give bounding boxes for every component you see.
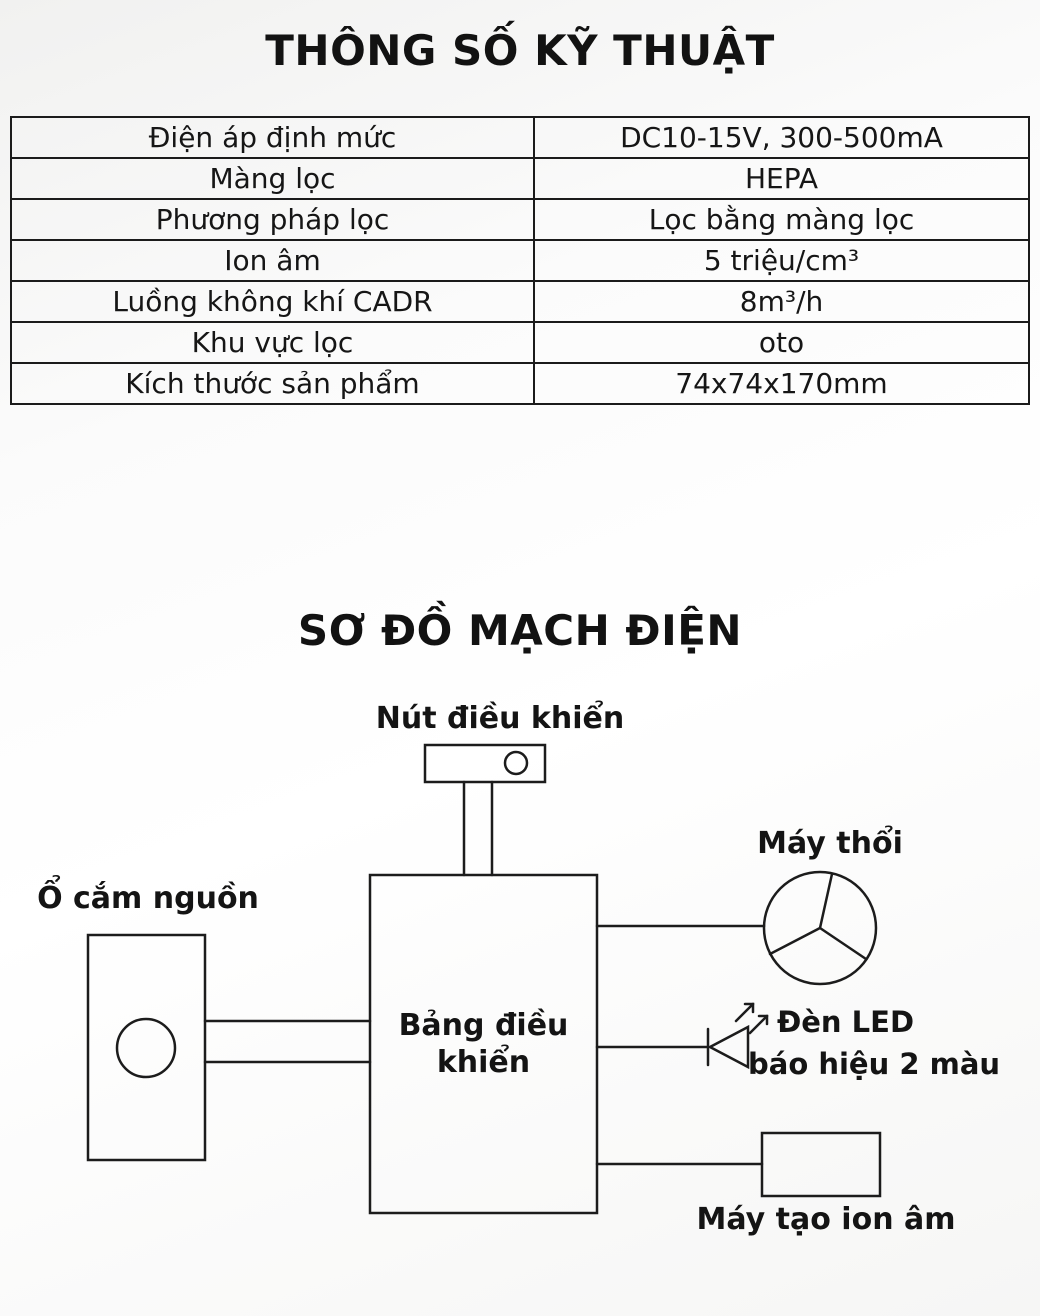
control-panel-label: Bảng điều khiển (370, 875, 597, 1213)
led-ray-1-head (743, 1002, 755, 1014)
control-panel-label-line2: khiển (436, 1045, 531, 1080)
spec-value: oto (533, 321, 1030, 364)
table-row: Khu vực lọc oto (10, 321, 1030, 364)
spec-label: Khu vực lọc (10, 321, 535, 364)
table-row: Kích thước sản phẩm 74x74x170mm (10, 362, 1030, 405)
blower-label: Máy thổi (757, 826, 903, 861)
table-row: Màng lọc HEPA (10, 157, 1030, 200)
led-label-line1: Đèn LED (776, 1005, 915, 1039)
power-socket-label: Ổ cắm nguồn (37, 881, 259, 916)
control-button-box (423, 743, 547, 784)
blower-blade-2 (768, 926, 822, 956)
power-socket-box (86, 933, 207, 1162)
power-socket-hole (115, 1017, 177, 1079)
ion-generator-label: Máy tạo ion âm (696, 1202, 956, 1237)
table-row: Luồng không khí CADR 8m³/h (10, 280, 1030, 323)
spec-table: Điện áp định mức DC10-15V, 300-500mA Màn… (10, 116, 1030, 405)
spec-label: Màng lọc (10, 157, 535, 200)
spec-value: Lọc bằng màng lọc (533, 198, 1030, 241)
spec-label: Luồng không khí CADR (10, 280, 535, 323)
control-button-label: Nút điều khiển (375, 701, 625, 736)
control-panel-label-line1: Bảng điều (398, 1007, 569, 1043)
led-triangle (707, 1024, 750, 1070)
spec-value: 74x74x170mm (533, 362, 1030, 405)
led-ray-2-head (757, 1014, 769, 1026)
diagram-title: SƠ ĐỒ MẠCH ĐIỆN (297, 606, 743, 655)
table-row: Điện áp định mức DC10-15V, 300-500mA (10, 116, 1030, 159)
spec-value: DC10-15V, 300-500mA (533, 116, 1030, 159)
table-row: Ion âm 5 triệu/cm³ (10, 239, 1030, 282)
led-label-line2: báo hiệu 2 màu (748, 1047, 1001, 1081)
spec-value: 8m³/h (533, 280, 1030, 323)
spec-label: Điện áp định mức (10, 116, 535, 159)
spec-label: Ion âm (10, 239, 535, 282)
spec-value: 5 triệu/cm³ (533, 239, 1030, 282)
page-title-specs: THÔNG SỐ KỸ THUẬT (265, 26, 775, 75)
spec-label: Kích thước sản phẩm (10, 362, 535, 405)
blower-circle (762, 870, 878, 986)
led-ray-1 (734, 1002, 755, 1023)
spec-value: HEPA (533, 157, 1030, 200)
blower-blade-3 (818, 926, 868, 961)
ion-generator-box (760, 1131, 882, 1198)
blower-blade-1 (818, 872, 834, 930)
spec-label: Phương pháp lọc (10, 198, 535, 241)
control-panel-box (368, 873, 599, 1215)
control-button-indicator (503, 750, 529, 776)
table-row: Phương pháp lọc Lọc bằng màng lọc (10, 198, 1030, 241)
led-ray-2 (748, 1014, 769, 1035)
